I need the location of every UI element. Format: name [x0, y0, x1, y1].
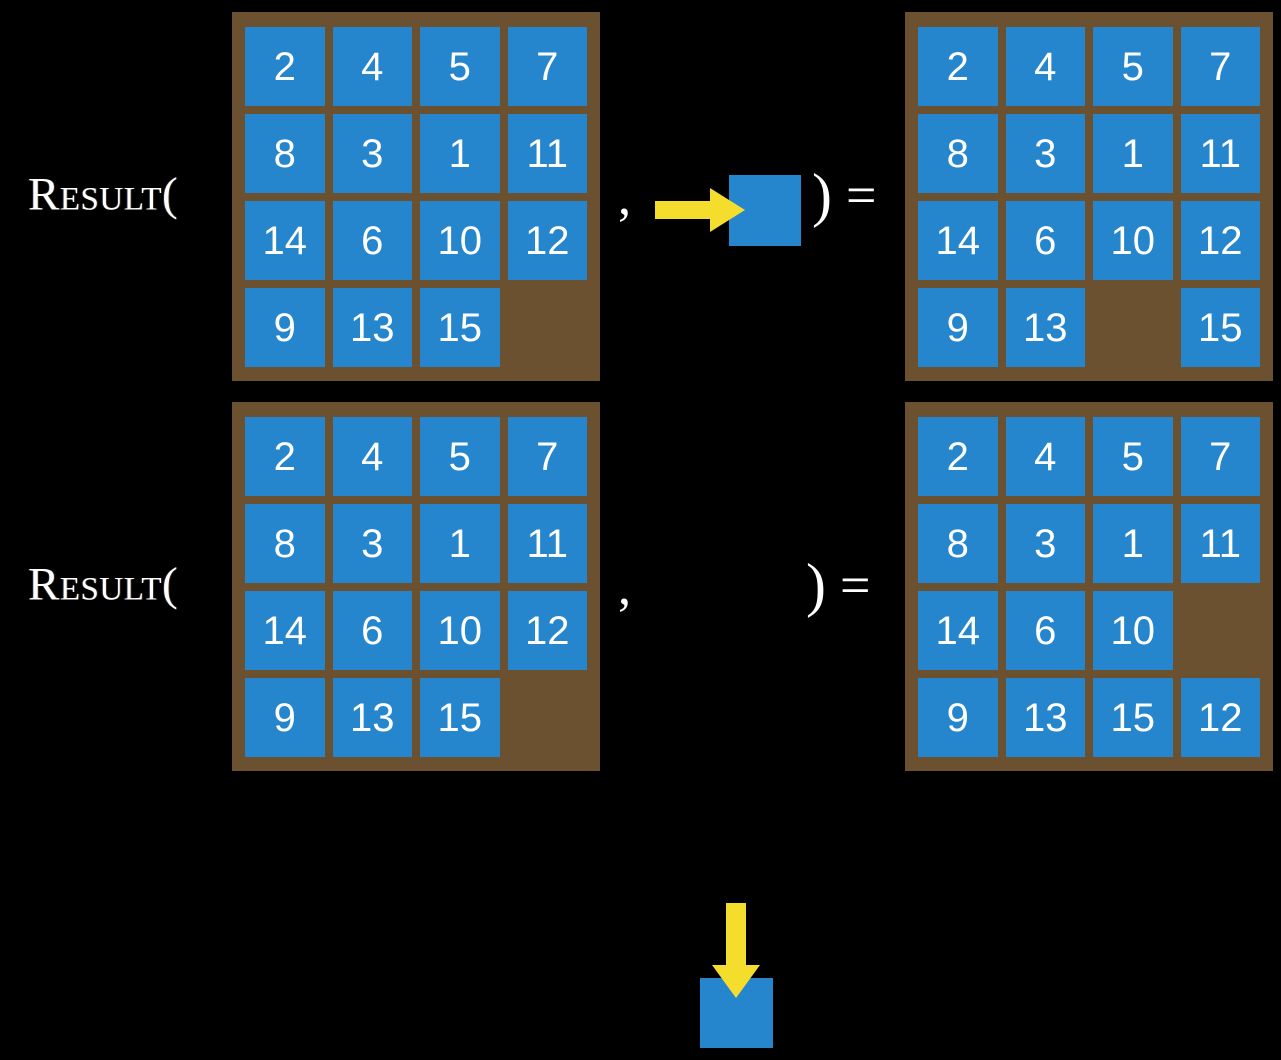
tile[interactable]: 2 [245, 27, 325, 106]
tile[interactable]: 2 [918, 27, 998, 106]
tile[interactable]: 15 [1093, 678, 1173, 757]
tile[interactable]: 13 [332, 288, 412, 367]
argument-separator-comma: , [618, 559, 631, 617]
tile[interactable]: 12 [1180, 201, 1260, 280]
equals-sign: = [840, 555, 871, 615]
tile[interactable]: 11 [1180, 504, 1260, 583]
tile[interactable]: 6 [1005, 201, 1085, 280]
tile[interactable]: 2 [245, 417, 325, 496]
tile[interactable]: 6 [332, 591, 412, 670]
tile[interactable]: 4 [1005, 417, 1085, 496]
tile[interactable]: 5 [1093, 417, 1173, 496]
tile[interactable]: 7 [507, 27, 587, 106]
tile[interactable]: 14 [245, 591, 325, 670]
move-indicator-right [650, 165, 810, 255]
tile[interactable]: 1 [1093, 114, 1173, 193]
tile[interactable]: 5 [420, 417, 500, 496]
tile[interactable]: 3 [1005, 114, 1085, 193]
empty-slot [1181, 591, 1261, 670]
tile[interactable]: 6 [332, 201, 412, 280]
tile[interactable]: 11 [507, 114, 587, 193]
result-function-label: Result( [28, 558, 179, 611]
tile[interactable]: 7 [1180, 27, 1260, 106]
input-board-grid: 2 4 5 7 8 3 1 11 14 6 10 12 9 13 15 [245, 417, 587, 757]
tile[interactable]: 1 [420, 504, 500, 583]
input-board-grid: 2 4 5 7 8 3 1 11 14 6 10 12 9 13 15 [245, 27, 587, 367]
tile[interactable]: 8 [918, 114, 998, 193]
tile[interactable]: 3 [1005, 504, 1085, 583]
tile[interactable]: 1 [1093, 504, 1173, 583]
tile[interactable]: 9 [918, 678, 998, 757]
tile[interactable]: 9 [245, 288, 325, 367]
output-board: 2 4 5 7 8 3 1 11 14 6 10 9 13 15 12 [905, 402, 1273, 771]
tile[interactable]: 13 [332, 678, 412, 757]
tile[interactable]: 3 [332, 114, 412, 193]
tile[interactable]: 15 [1180, 288, 1260, 367]
equation-row-1: Result( 2 4 5 7 8 3 1 11 14 6 10 12 9 13… [0, 0, 1281, 390]
result-function-label: Result( [28, 168, 179, 221]
tile[interactable]: 8 [245, 114, 325, 193]
tile[interactable]: 3 [332, 504, 412, 583]
arrow-down-icon [712, 903, 760, 998]
input-board: 2 4 5 7 8 3 1 11 14 6 10 12 9 13 15 [232, 402, 600, 771]
tile[interactable]: 12 [507, 591, 587, 670]
tile[interactable]: 14 [918, 591, 998, 670]
tile[interactable]: 4 [1005, 27, 1085, 106]
tile[interactable]: 13 [1005, 288, 1085, 367]
tile[interactable]: 10 [1093, 201, 1173, 280]
tile[interactable]: 5 [420, 27, 500, 106]
empty-slot [508, 288, 588, 367]
tile[interactable]: 11 [1180, 114, 1260, 193]
tile[interactable]: 15 [420, 288, 500, 367]
tile[interactable]: 7 [1180, 417, 1260, 496]
equals-sign: = [846, 165, 877, 225]
tile[interactable]: 1 [420, 114, 500, 193]
output-board: 2 4 5 7 8 3 1 11 14 6 10 12 9 13 15 [905, 12, 1273, 381]
tile[interactable]: 10 [1093, 591, 1173, 670]
tile[interactable]: 6 [1005, 591, 1085, 670]
tile[interactable]: 8 [245, 504, 325, 583]
tile[interactable]: 12 [507, 201, 587, 280]
arrow-right-icon [655, 188, 745, 232]
output-board-grid: 2 4 5 7 8 3 1 11 14 6 10 12 9 13 15 [918, 27, 1260, 367]
tile[interactable]: 4 [332, 417, 412, 496]
output-board-grid: 2 4 5 7 8 3 1 11 14 6 10 9 13 15 12 [918, 417, 1260, 757]
equation-row-2: Result( 2 4 5 7 8 3 1 11 14 6 10 12 9 13… [0, 390, 1281, 1048]
tile[interactable]: 8 [918, 504, 998, 583]
argument-separator-comma: , [618, 169, 631, 227]
tile[interactable]: 9 [245, 678, 325, 757]
move-indicator-down [690, 895, 810, 1060]
tile[interactable]: 7 [507, 417, 587, 496]
tile[interactable]: 9 [918, 288, 998, 367]
tile[interactable]: 12 [1180, 678, 1260, 757]
tile[interactable]: 11 [507, 504, 587, 583]
empty-slot [508, 678, 588, 757]
tile[interactable]: 10 [420, 591, 500, 670]
tile[interactable]: 14 [245, 201, 325, 280]
tile[interactable]: 10 [420, 201, 500, 280]
close-paren: ) [812, 162, 832, 228]
tile[interactable]: 5 [1093, 27, 1173, 106]
input-board: 2 4 5 7 8 3 1 11 14 6 10 12 9 13 15 [232, 12, 600, 381]
tile[interactable]: 14 [918, 201, 998, 280]
tile[interactable]: 15 [420, 678, 500, 757]
tile[interactable]: 13 [1005, 678, 1085, 757]
close-paren: ) [806, 552, 826, 618]
tile[interactable]: 2 [918, 417, 998, 496]
empty-slot [1093, 288, 1173, 367]
tile[interactable]: 4 [332, 27, 412, 106]
